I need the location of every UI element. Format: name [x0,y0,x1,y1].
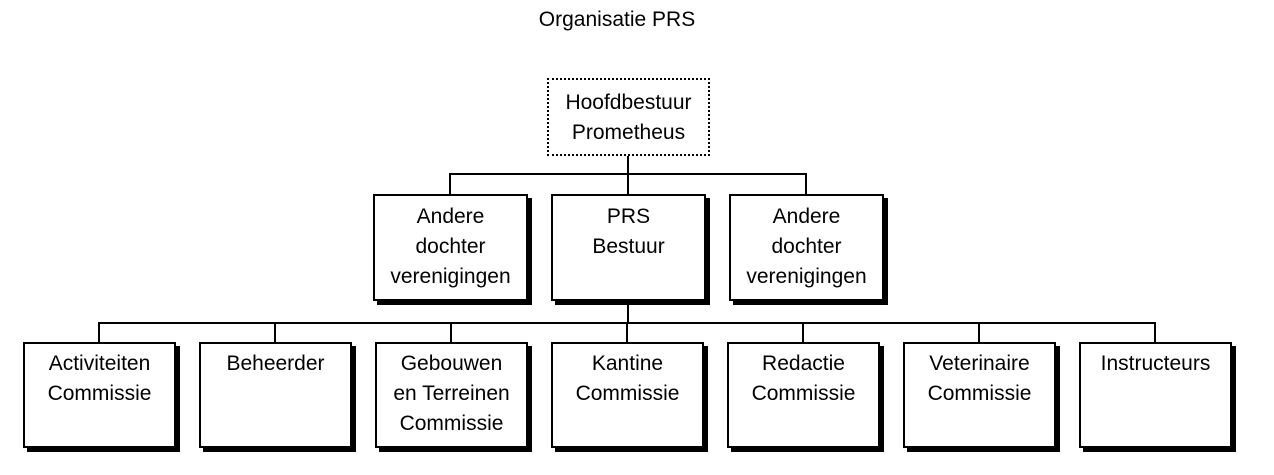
node-line: Redactie [762,352,845,375]
node-line: Kantine [591,352,664,375]
node-line: Hoofdbestuur [565,91,692,114]
node-veterinaire-commissie: Veterinaire Commissie [903,342,1056,448]
node-line: Gebouwen [400,352,503,375]
node-gebouwen-terreinen-commissie: Gebouwen en Terreinen Commissie [375,342,528,448]
node-line: Veterinaire [929,352,1030,375]
node-line: Andere [772,205,841,228]
node-line: en Terreinen [393,382,510,405]
node-redactie-commissie: Redactie Commissie [727,342,880,448]
node-line: Commissie [47,382,152,405]
node-line: Commissie [927,382,1032,405]
node-line: Beheerder [226,352,325,375]
node-prs-bestuur: PRS Bestuur [551,194,706,301]
node-line: Prometheus [571,121,686,144]
node-line: Activiteiten [48,352,151,375]
node-line: Commissie [575,382,680,405]
node-line: Bestuur [592,235,665,258]
node-line: Commissie [399,412,504,435]
node-line: Andere [416,205,485,228]
node-kantine-commissie: Kantine Commissie [551,342,704,448]
node-line: dochter [415,235,486,258]
node-beheerder: Beheerder [199,342,352,448]
node-line: PRS [606,205,651,228]
node-line: verenigingen [746,265,867,288]
node-line: verenigingen [390,265,511,288]
node-andere-dochter-right: Andere dochter verenigingen [729,194,884,301]
node-hoofdbestuur: Hoofdbestuur Prometheus [547,78,710,156]
node-line: Instructeurs [1100,352,1211,375]
node-andere-dochter-left: Andere dochter verenigingen [373,194,528,301]
node-line: dochter [771,235,842,258]
node-line: Commissie [751,382,856,405]
chart-title: Organisatie PRS [538,8,696,31]
node-instructeurs: Instructeurs [1079,342,1232,448]
node-activiteiten-commissie: Activiteiten Commissie [23,342,176,448]
